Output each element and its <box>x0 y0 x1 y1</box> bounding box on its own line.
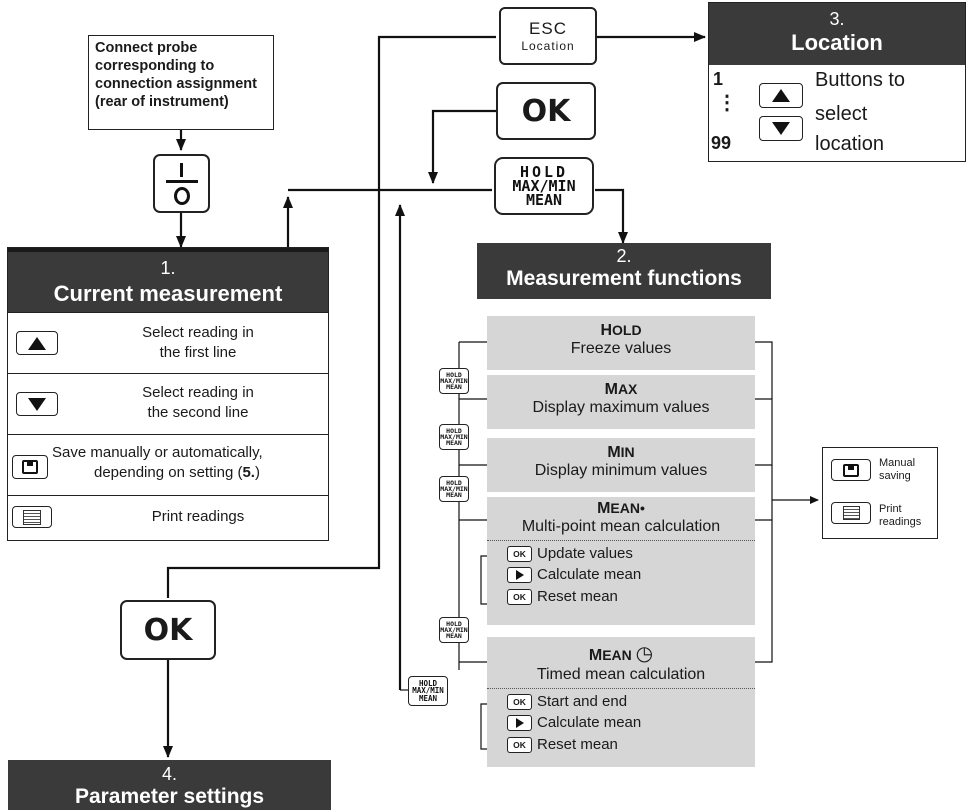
parameter-settings-header: 4. Parameter settings <box>8 760 331 810</box>
location-up-icon[interactable] <box>759 83 803 108</box>
cm-row-up-line2: the first line <box>159 343 237 361</box>
hold-max-min-mean-key[interactable]: HOLD MAX/MIN MEAN <box>494 157 594 215</box>
esc-location-key[interactable]: ESC Location <box>499 7 597 65</box>
ok-key-large-label: OK <box>143 612 193 648</box>
ok-mini-icon[interactable]: OK <box>507 588 532 605</box>
measurement-functions-number: 2. <box>616 246 632 266</box>
location-text2: select <box>815 103 868 125</box>
location-number: 3. <box>829 9 845 29</box>
function-hold-desc: Freeze values <box>570 340 672 357</box>
connect-probe-box: Connect probe corresponding to connectio… <box>88 35 274 130</box>
measurement-functions-header: 2. Measurement functions <box>477 243 771 299</box>
cm-row-up: Select reading in the first line <box>8 312 328 373</box>
current-measurement-title: Current measurement <box>53 281 283 306</box>
location-range-dots: ⋮ <box>717 92 737 114</box>
save-icon[interactable] <box>12 455 48 479</box>
arrow-up-icon[interactable] <box>16 331 58 355</box>
location-down-icon[interactable] <box>759 116 803 141</box>
clock-icon: ◷ <box>635 643 654 665</box>
current-measurement-panel: 1. Current measurement Select reading in… <box>7 247 329 541</box>
function-min-desc: Display minimum values <box>534 462 708 479</box>
cm-row-down-line1: Select reading in <box>142 384 254 401</box>
function-min-title: MIN <box>607 444 635 461</box>
ok-key[interactable]: OK <box>496 82 596 140</box>
power-on-icon <box>180 162 183 177</box>
function-max-title: MAX <box>604 381 638 398</box>
function-mean-title: MEAN• <box>597 500 645 517</box>
cm-row-up-line1: Select reading in <box>142 324 254 341</box>
cm-row-save-line2: depending on setting (5.) <box>94 463 260 481</box>
measurement-functions-title: Measurement functions <box>506 267 742 290</box>
power-off-icon <box>173 186 190 205</box>
function-max-desc: Display maximum values <box>532 399 710 416</box>
location-range-start: 1 <box>713 69 724 89</box>
location-panel: 3. Location 1 ⋮ 99 Buttons to select loc… <box>708 2 966 162</box>
parameter-settings-title: Parameter settings <box>74 785 265 808</box>
function-hold-box: HOLD Freeze values <box>487 316 755 370</box>
print-icon[interactable] <box>12 506 52 528</box>
hold-key-label: HOLD MAX/MIN MEAN <box>512 162 576 210</box>
power-divider <box>165 179 198 183</box>
mean-sub-calc: Calculate mean <box>507 564 755 585</box>
location-text3: location <box>815 133 884 155</box>
arrow-down-icon[interactable] <box>16 392 58 416</box>
current-measurement-header: 1. Current measurement <box>8 248 328 312</box>
function-timed-mean-desc: Timed mean calculation <box>536 666 706 683</box>
cm-row-down-line2: the second line <box>147 403 249 421</box>
function-min-box: MIN Display minimum values <box>487 438 755 492</box>
function-mean-desc: Multi-point mean calculation <box>521 518 721 535</box>
function-max-box: MAX Display maximum values <box>487 375 755 429</box>
save-icon[interactable] <box>831 459 871 481</box>
cm-row-print: Print readings <box>8 495 328 540</box>
cm-row-down: Select reading in the second line <box>8 373 328 434</box>
location-range-end: 99 <box>711 133 732 153</box>
current-measurement-number: 1. <box>160 258 176 278</box>
play-icon[interactable] <box>507 715 532 732</box>
ok-key-label: OK <box>521 93 571 129</box>
location-title: Location <box>791 30 883 55</box>
play-icon[interactable] <box>507 567 532 584</box>
print-icon[interactable] <box>831 502 871 524</box>
esc-key-line2: Location <box>521 39 575 53</box>
location-text1: Buttons to <box>815 69 906 91</box>
power-key[interactable] <box>153 154 210 213</box>
timed-sub-calc: Calculate mean <box>507 712 755 733</box>
ok-mini-icon[interactable]: OK <box>507 694 532 711</box>
function-hold-title: HOLD <box>600 322 642 339</box>
ok-key-large[interactable]: OK <box>120 600 216 660</box>
cm-row-save-line1: Save manually or automatically, <box>52 444 263 461</box>
function-timed-mean-title: MEAN ◷ <box>588 643 654 665</box>
connect-probe-text: Connect probe corresponding to connectio… <box>95 40 257 111</box>
parameter-settings-number: 4. <box>161 764 177 784</box>
ok-mini-icon[interactable]: OK <box>507 546 532 563</box>
location-header: 3. Location <box>709 3 965 65</box>
cm-row-print-text: Print readings <box>151 508 245 525</box>
esc-key-line1: ESC <box>529 19 567 38</box>
ok-mini-icon[interactable]: OK <box>507 736 532 753</box>
cm-row-save: Save manually or automatically, dependin… <box>8 434 328 495</box>
